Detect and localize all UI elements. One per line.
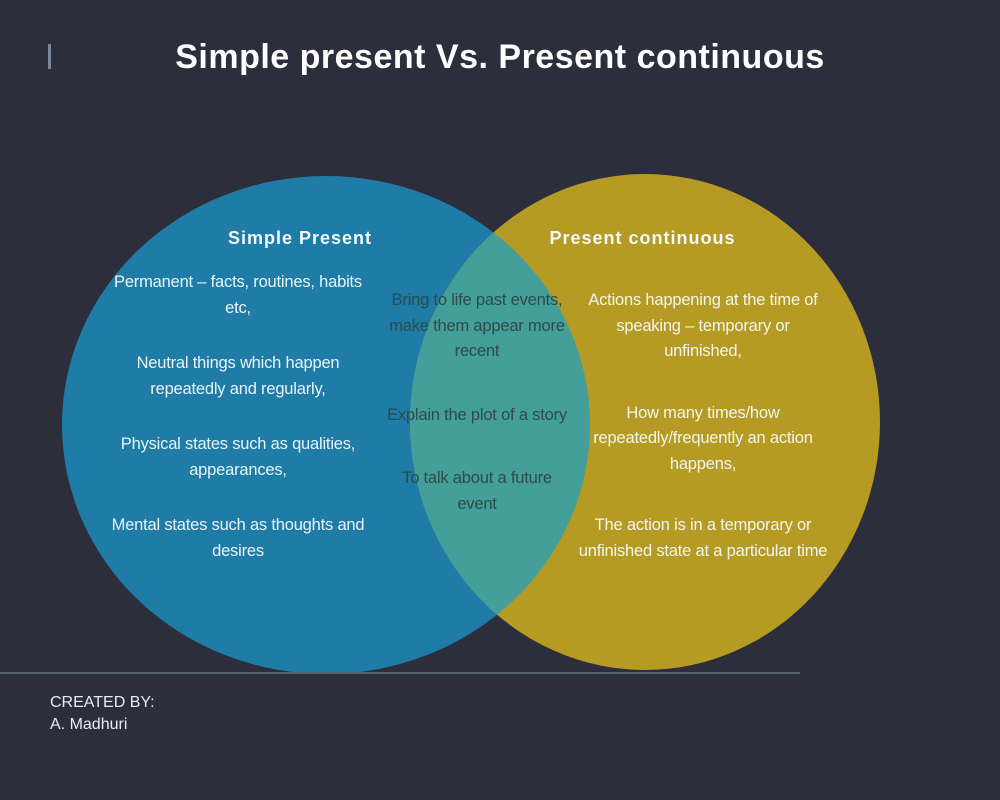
created-by-label: CREATED BY:: [50, 694, 155, 711]
footer-divider: [0, 672, 800, 674]
left-circle-items: Permanent – facts, routines, habits etc,…: [108, 270, 368, 565]
author-name: A. Madhuri: [50, 715, 128, 733]
intersection-item: Bring to life past events, make them app…: [389, 291, 565, 361]
left-item: Permanent – facts, routines, habits etc,: [114, 273, 362, 317]
footer-credit: CREATED BY: A. Madhuri: [50, 692, 155, 735]
page-title: Simple present Vs. Present continuous: [175, 38, 825, 76]
left-item: Physical states such as qualities, appea…: [120, 435, 356, 479]
intersection-item: Explain the plot of a story: [387, 405, 567, 424]
right-circle-title: Present continuous: [549, 228, 736, 248]
caret-mark: [48, 44, 51, 69]
right-item: The action is in a temporary or unfinish…: [578, 516, 828, 560]
intersection-items: Bring to life past events, make them app…: [387, 288, 567, 517]
intersection-region: [410, 176, 590, 670]
left-item: Mental states such as thoughts and desir…: [111, 516, 365, 560]
intersection-item: To talk about a future event: [402, 469, 552, 513]
left-circle-title: Simple Present: [227, 228, 373, 248]
left-item: Neutral things which happen repeatedly a…: [136, 354, 340, 398]
right-item: How many times/how repeatedly/frequently…: [593, 403, 813, 473]
right-circle-items: Actions happening at the time of speakin…: [578, 288, 828, 565]
right-item: Actions happening at the time of speakin…: [588, 291, 818, 361]
